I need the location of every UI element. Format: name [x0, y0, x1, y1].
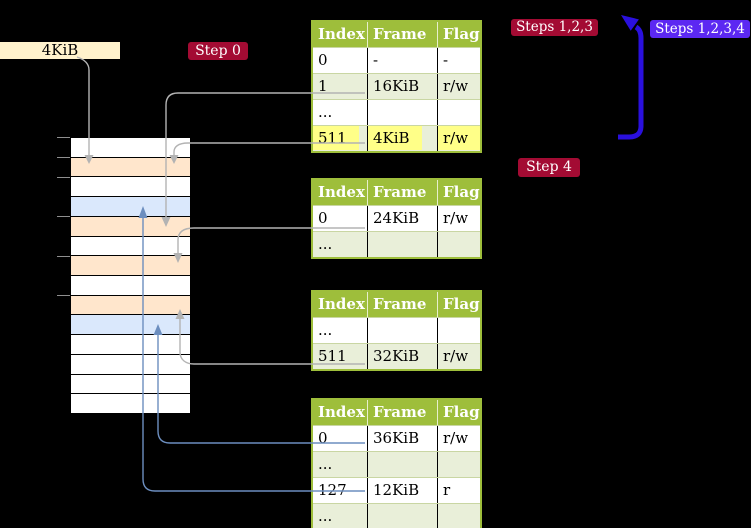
memory-frame-row-8 — [71, 295, 190, 316]
address-tick — [57, 295, 70, 297]
table-cell: r/w — [437, 344, 480, 369]
table-cell — [437, 452, 480, 477]
table-cell: 511 — [318, 347, 347, 365]
column-header-frame: Frame — [367, 180, 437, 205]
table-cell: r/w — [437, 206, 480, 231]
table-cell: ... — [318, 507, 333, 525]
table-cell: 1 — [318, 77, 328, 95]
memory-frame-row-4 — [71, 216, 190, 237]
memory-frame-row-11 — [71, 354, 190, 375]
table-cell: r/w — [437, 74, 480, 99]
memory-frame-row-10 — [71, 335, 190, 355]
table-row: ... — [313, 451, 480, 477]
table-cell — [437, 100, 480, 125]
table-cell: 127 — [318, 481, 347, 499]
memory-frame-row-12 — [71, 374, 190, 395]
column-header-index: Index — [318, 295, 365, 313]
memory-frame-row-5 — [71, 236, 190, 257]
address-tick — [57, 137, 70, 138]
table-row: 511 4KiB r/w — [313, 125, 480, 151]
table-cell: r/w — [437, 126, 480, 151]
memory-frame-row-0 — [71, 138, 190, 158]
table-header-row: IndexFrameFlags — [313, 180, 480, 205]
memory-frame-row-13 — [71, 394, 190, 414]
physical-memory-strip — [70, 137, 191, 414]
column-header-frame: Frame — [367, 22, 437, 47]
page-table-level-3: IndexFrameFlags 0 24KiBr/w... — [311, 178, 482, 259]
table-cell: 32KiB — [367, 344, 437, 369]
column-header-flags: Flags — [437, 22, 480, 47]
address-tick — [57, 255, 70, 257]
table-cell — [367, 318, 437, 343]
table-cell: ... — [318, 235, 333, 253]
table-row: ... — [313, 503, 480, 528]
table-header-row: IndexFrameFlags — [313, 400, 480, 425]
memory-frame-row-3 — [71, 197, 190, 217]
memory-frame-row-7 — [71, 276, 190, 296]
memory-frame-row-9 — [71, 315, 190, 336]
badge-step-4: Step 4 — [518, 158, 580, 177]
table-cell: ... — [318, 321, 333, 339]
column-header-index: Index — [318, 25, 365, 43]
column-header-index: Index — [318, 403, 365, 421]
address-tick — [57, 216, 70, 218]
table-row: ... — [313, 99, 480, 125]
table-row: 0 -- — [313, 47, 480, 73]
table-cell: 12KiB — [367, 478, 437, 503]
table-cell — [367, 504, 437, 528]
table-cell — [437, 318, 480, 343]
table-cell: 4KiB — [367, 126, 437, 151]
column-header-flags: Flags — [437, 180, 480, 205]
column-header-frame: Frame — [367, 292, 437, 317]
table-cell: - — [367, 48, 437, 73]
address-tick — [57, 156, 70, 158]
table-cell: ... — [318, 455, 333, 473]
table-row: ... — [313, 231, 480, 257]
memory-frame-row-1 — [71, 157, 190, 178]
table-cell: 0 — [318, 209, 328, 227]
column-header-frame: Frame — [367, 400, 437, 425]
table-cell: 511 — [313, 126, 367, 151]
highlighted-value: 4KiB — [368, 126, 422, 150]
table-cell: - — [437, 48, 480, 73]
address-tick — [57, 176, 70, 178]
table-header-row: IndexFrameFlags — [313, 22, 480, 47]
table-cell: r — [437, 478, 480, 503]
column-header-flags: Flags — [437, 292, 480, 317]
table-cell — [367, 452, 437, 477]
memory-frame-row-2 — [71, 177, 190, 198]
table-cell — [367, 232, 437, 257]
table-cell — [367, 100, 437, 125]
table-cell: 36KiB — [367, 426, 437, 451]
table-header-row: IndexFrameFlags — [313, 292, 480, 317]
table-cell: ... — [318, 103, 333, 121]
table-cell: 24KiB — [367, 206, 437, 231]
highlighted-value: 511 — [313, 126, 359, 150]
table-cell: 0 — [318, 51, 328, 69]
memory-frame-row-6 — [71, 256, 190, 277]
table-cell — [437, 504, 480, 528]
badge-steps-1-2-3-4: Steps 1,2,3,4 — [650, 20, 750, 38]
table-row: ... — [313, 317, 480, 343]
badge-steps-1-2-3: Steps 1,2,3 — [511, 19, 598, 36]
badge-step-0: Step 0 — [188, 42, 248, 60]
highlighted-value: r/w — [438, 126, 480, 150]
table-cell: 0 — [318, 429, 328, 447]
recursive-loop-arrow — [618, 15, 644, 140]
column-header-index: Index — [318, 183, 365, 201]
table-cell: r/w — [437, 426, 480, 451]
table-cell — [437, 232, 480, 257]
table-cell: 16KiB — [367, 74, 437, 99]
column-header-flags: Flags — [437, 400, 480, 425]
frame-address-label: 4KiB — [0, 42, 120, 59]
